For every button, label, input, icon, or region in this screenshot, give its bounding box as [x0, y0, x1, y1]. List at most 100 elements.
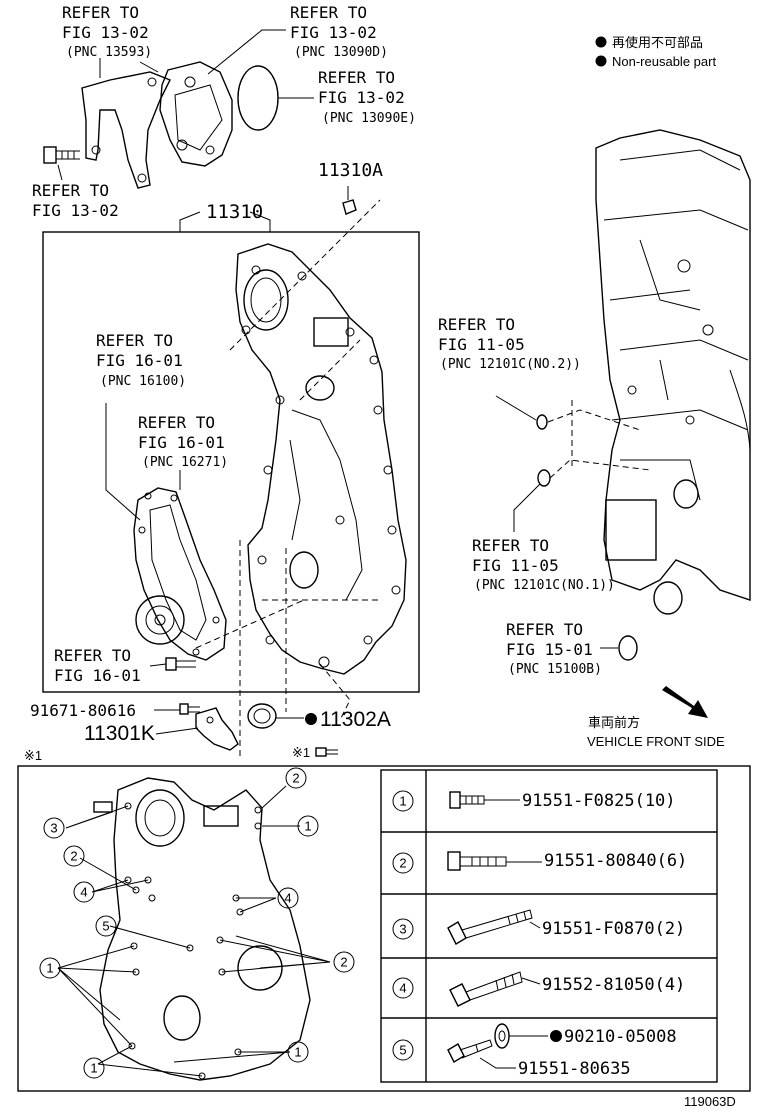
bolt-icon	[449, 971, 523, 1007]
o-ring-no1	[537, 469, 551, 487]
timing-chain-bracket	[81, 71, 171, 189]
vehicle-front-arrow: 車両前方 VEHICLE FRONT SIDE	[587, 686, 725, 749]
svg-text:(PNC 16271): (PNC 16271)	[142, 455, 228, 470]
alignment-dash-lines	[195, 199, 381, 760]
svg-text:FIG 11-05: FIG 11-05	[472, 556, 559, 575]
part-number-11302a: 11302A	[320, 708, 391, 731]
svg-text:REFER TO: REFER TO	[318, 68, 395, 87]
washer-icon	[494, 1023, 510, 1049]
map-callouts: 3 2 1 2 4 4 5 1 2 1 1	[39, 767, 355, 1079]
front-oil-seal	[247, 703, 277, 729]
part-number: 91551-80840(6)	[544, 851, 687, 871]
svg-text:(PNC 16100): (PNC 16100)	[100, 374, 186, 389]
table-row: 4 91552-81050(4)	[392, 971, 685, 1007]
leader-bolt	[57, 164, 63, 181]
svg-text:REFER TO: REFER TO	[506, 620, 583, 639]
row-number: 5	[399, 1043, 406, 1058]
non-reusable-marker	[550, 1030, 562, 1042]
part-number: 91551-80635	[518, 1059, 631, 1079]
table-row: 5 90210-05008 91551-80635	[392, 1023, 677, 1079]
leader-12101c-no2	[495, 395, 537, 421]
ref-label-bolt-1302: REFER TO FIG 13-02	[32, 181, 119, 220]
ref-label-13593: REFER TO FIG 13-02 (PNC 13593)	[62, 3, 152, 60]
timing-chain-cover	[235, 243, 407, 675]
ref-label-16100: REFER TO FIG 16-01 (PNC 16100)	[96, 331, 186, 389]
svg-text:FIG 13-02: FIG 13-02	[32, 201, 119, 220]
part-number-11310a: 11310A	[318, 160, 383, 181]
cover-bolt-map	[93, 777, 311, 1081]
seal-washer-11310a	[342, 199, 357, 215]
svg-text:FIG 13-02: FIG 13-02	[62, 23, 149, 42]
leader-11301k	[155, 727, 199, 735]
leader-16100	[105, 403, 141, 521]
callout-number: 2	[70, 849, 77, 864]
bolt-icon	[447, 1039, 493, 1063]
svg-text:REFER TO: REFER TO	[62, 3, 139, 22]
crank-position-sensor	[195, 707, 239, 751]
non-reusable-marker	[595, 36, 607, 48]
svg-text:再使用不可部品: 再使用不可部品	[612, 35, 703, 50]
part-number: 91552-81050(4)	[542, 975, 685, 995]
svg-text:FIG 13-02: FIG 13-02	[290, 23, 377, 42]
note-bolt	[315, 747, 338, 757]
leader-11310	[179, 211, 271, 232]
row-number: 1	[399, 794, 406, 809]
sensor-bolt-91671	[179, 703, 200, 715]
callout-number: 1	[294, 1045, 301, 1060]
part-number: 91551-F0870(2)	[542, 919, 685, 939]
part-number-91671: 91671-80616	[30, 701, 136, 720]
ref-label-13090d: REFER TO FIG 13-02 (PNC 13090D)	[290, 3, 388, 60]
figure-id: 119063D	[684, 1094, 736, 1109]
non-reusable-marker	[595, 55, 607, 67]
table-row: 2 91551-80840(6)	[392, 851, 687, 874]
leader-13593	[99, 58, 159, 78]
svg-text:FIG 16-01: FIG 16-01	[96, 351, 183, 370]
water-pump	[133, 487, 227, 661]
o-ring-15100b	[618, 635, 638, 661]
svg-text:Non-reusable part: Non-reusable part	[612, 54, 716, 69]
svg-text:REFER TO: REFER TO	[96, 331, 173, 350]
engine-dash-lines	[547, 400, 651, 479]
svg-text:FIG 16-01: FIG 16-01	[54, 666, 141, 685]
timing-cover-box	[42, 231, 420, 693]
leader-12101c-no1	[513, 483, 541, 532]
callout-number: 3	[50, 821, 57, 836]
leader-1601-bolt	[149, 663, 167, 667]
svg-text:FIG 15-01: FIG 15-01	[506, 640, 593, 659]
bolt-icon	[447, 851, 507, 871]
svg-text:REFER TO: REFER TO	[32, 181, 109, 200]
fastener-table	[380, 769, 718, 1083]
callout-number: 2	[340, 955, 347, 970]
part-number: 91551-F0825(10)	[522, 791, 676, 811]
svg-text:REFER TO: REFER TO	[138, 413, 215, 432]
svg-text:REFER TO: REFER TO	[472, 536, 549, 555]
ref-label-12101c-no1: REFER TO FIG 11-05 (PNC 12101C(NO.1))	[472, 536, 615, 593]
part-number-11301k: 11301K	[84, 722, 155, 745]
svg-text:FIG 11-05: FIG 11-05	[438, 335, 525, 354]
svg-text:VEHICLE FRONT SIDE: VEHICLE FRONT SIDE	[587, 734, 725, 749]
svg-text:(PNC 13090E): (PNC 13090E)	[322, 111, 416, 126]
callout-number: 1	[304, 819, 311, 834]
ref-label-16271: REFER TO FIG 16-01 (PNC 16271)	[138, 413, 228, 470]
water-pump-bolt	[165, 657, 196, 671]
table-row: 1 91551-F0825(10)	[392, 790, 676, 812]
bolt-icon	[447, 909, 533, 945]
ref-label-1601-bolt: REFER TO FIG 16-01	[54, 646, 141, 685]
svg-text:FIG 16-01: FIG 16-01	[138, 433, 225, 452]
part-number: 90210-05008	[564, 1027, 677, 1047]
callout-number: 4	[80, 885, 87, 900]
ref-label-15100b: REFER TO FIG 15-01 (PNC 15100B)	[506, 620, 602, 677]
svg-text:(PNC 15100B): (PNC 15100B)	[508, 662, 602, 677]
svg-text:REFER TO: REFER TO	[290, 3, 367, 22]
callout-number: 5	[102, 919, 109, 934]
legend: 再使用不可部品 Non-reusable part	[595, 35, 716, 69]
oil-pump-assembly	[159, 61, 233, 167]
leader-13090d	[207, 29, 286, 75]
part-number-11310: 11310	[206, 201, 263, 223]
o-ring-no2	[536, 414, 548, 430]
ref-label-13090e: REFER TO FIG 13-02 (PNC 13090E)	[318, 68, 416, 126]
row-number: 2	[399, 856, 406, 871]
non-reusable-marker-11302a	[305, 713, 317, 725]
bracket-bolt	[43, 146, 80, 164]
callout-number: 2	[292, 771, 299, 786]
